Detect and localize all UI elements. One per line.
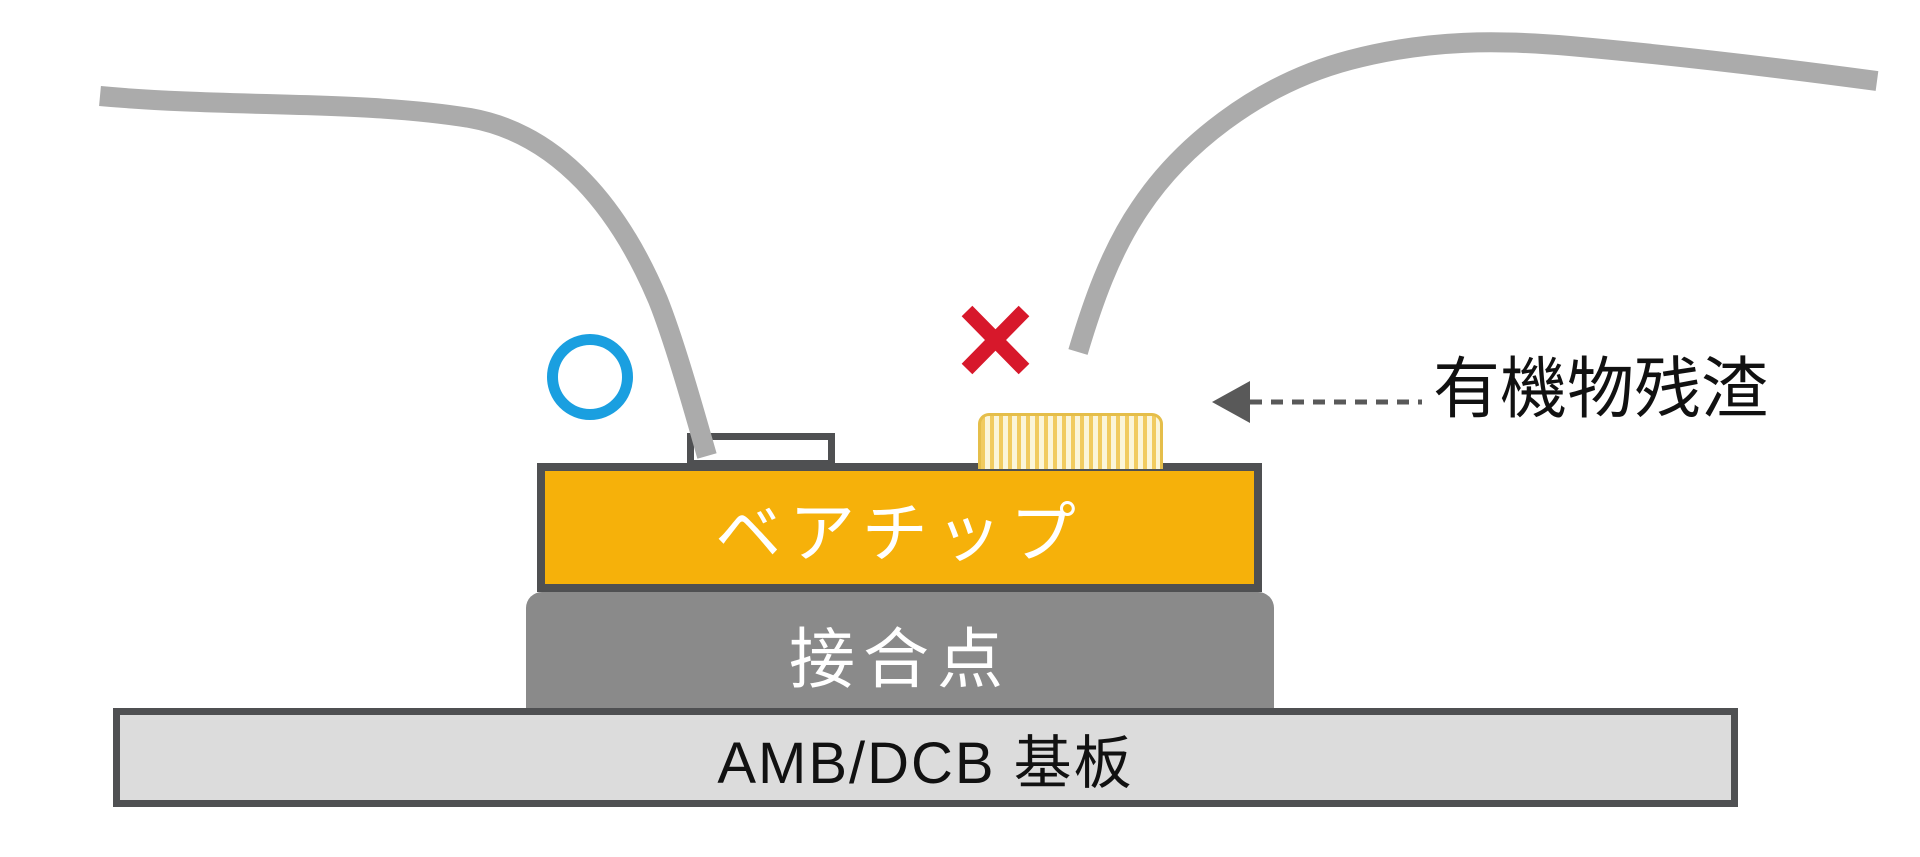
organic-residue-pad: [978, 413, 1163, 469]
joint-label: 接合点: [789, 621, 1011, 696]
good-mark-circle-icon: [547, 334, 633, 420]
bond-wire-right-broken-icon: [1068, 32, 1879, 355]
bare-chip-label: ベアチップ: [715, 495, 1084, 570]
bad-mark-cross-icon: [961, 305, 1030, 375]
joint-layer: 接合点: [526, 592, 1274, 715]
substrate-label: AMB/DCB 基板: [717, 730, 1134, 796]
substrate-layer: AMB/DCB 基板: [113, 708, 1738, 807]
bond-wire-left-icon: [99, 86, 717, 459]
bare-chip-layer: ベアチップ: [537, 463, 1262, 592]
bond-pad: [687, 433, 835, 467]
residue-annotation-label: 有機物残渣: [1433, 352, 1768, 427]
arrow-left-icon: [1212, 381, 1250, 423]
